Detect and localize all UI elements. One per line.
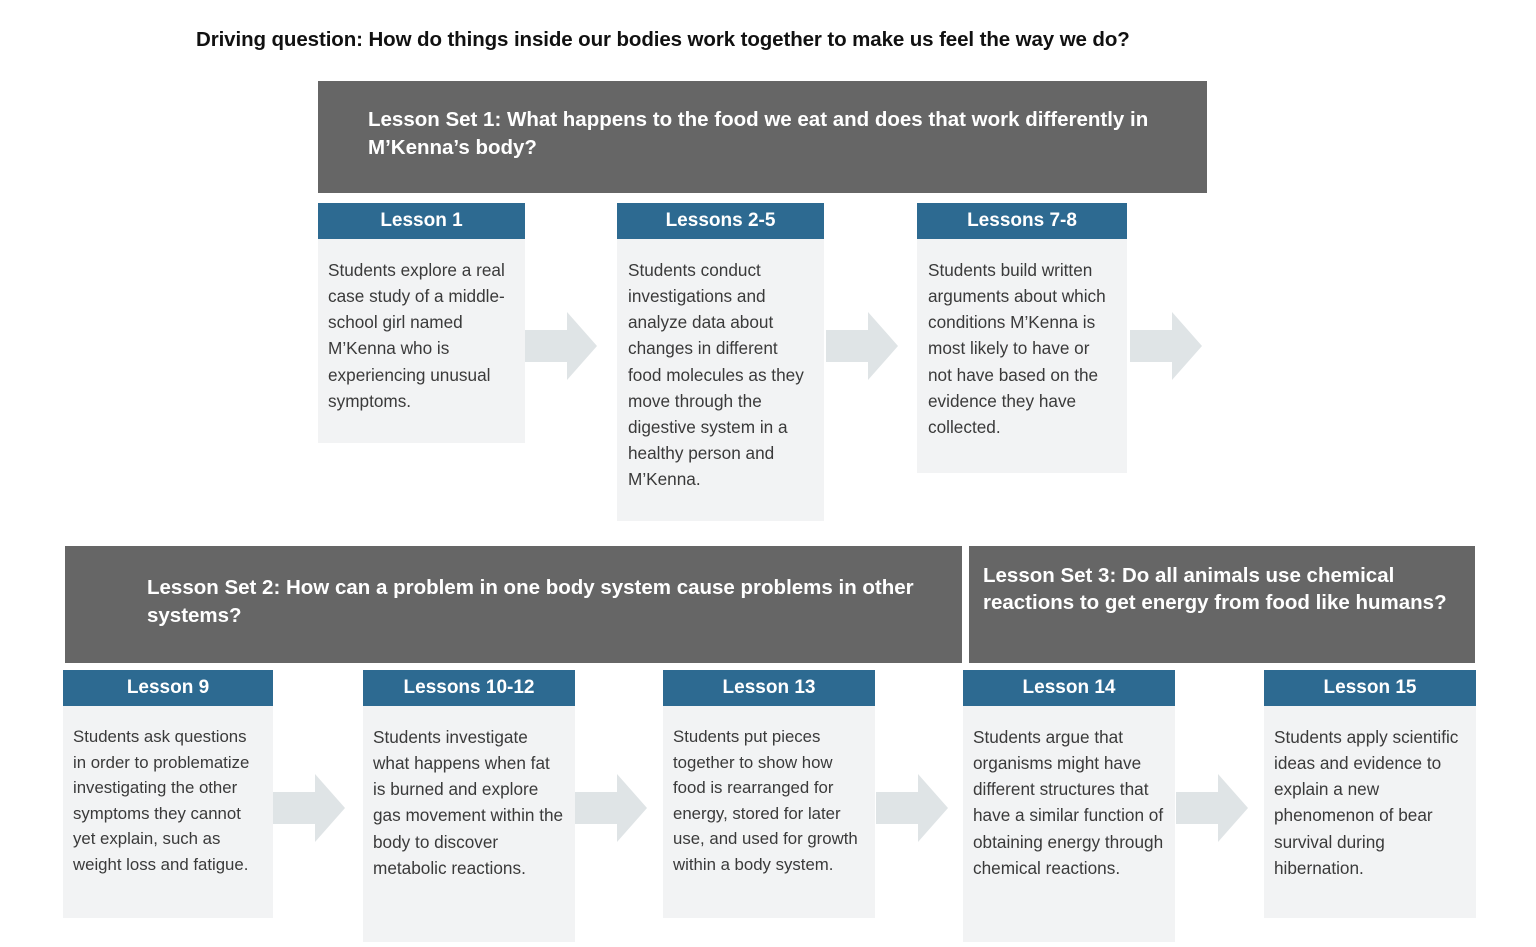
flow-arrow-right-icon [525, 308, 597, 384]
flow-arrow-right-icon [1130, 308, 1202, 384]
flow-arrow-right-icon [876, 770, 948, 846]
lesson-card-lesson-13[interactable]: Lesson 13 Students put pieces together t… [663, 670, 875, 918]
lesson-card-lesson-15[interactable]: Lesson 15 Students apply scientific idea… [1264, 670, 1476, 918]
lesson-set-2-header: Lesson Set 2: How can a problem in one b… [65, 546, 962, 663]
lesson-card-lesson-9[interactable]: Lesson 9 Students ask questions in order… [63, 670, 273, 918]
lesson-card-body: Students conduct investigations and anal… [617, 239, 824, 521]
lesson-card-title: Lessons 10-12 [363, 670, 575, 706]
lesson-card-body: Students explore a real case study of a … [318, 239, 525, 443]
flow-arrow-right-icon [575, 770, 647, 846]
lesson-card-title: Lesson 14 [963, 670, 1175, 706]
lesson-set-1-header: Lesson Set 1: What happens to the food w… [318, 81, 1207, 193]
flow-arrow-right-icon [1176, 770, 1248, 846]
flow-arrow-right-icon [826, 308, 898, 384]
driving-question: Driving question: How do things inside o… [196, 28, 1130, 51]
lesson-card-lessons-7-8[interactable]: Lessons 7-8 Students build written argum… [917, 203, 1127, 473]
flow-arrow-right-icon [273, 770, 345, 846]
lesson-card-lesson-1[interactable]: Lesson 1 Students explore a real case st… [318, 203, 525, 443]
lesson-card-title: Lesson 13 [663, 670, 875, 706]
lesson-card-title: Lessons 2-5 [617, 203, 824, 239]
lesson-card-lesson-14[interactable]: Lesson 14 Students argue that organisms … [963, 670, 1175, 942]
lesson-card-body: Students apply scientific ideas and evid… [1264, 706, 1476, 918]
lesson-card-title: Lesson 9 [63, 670, 273, 706]
lesson-set-2-title: Lesson Set 2: How can a problem in one b… [147, 576, 914, 628]
lesson-card-title: Lesson 15 [1264, 670, 1476, 706]
lesson-card-title: Lessons 7-8 [917, 203, 1127, 239]
lesson-card-body: Students build written arguments about w… [917, 239, 1127, 473]
lesson-set-3-header: Lesson Set 3: Do all animals use chemica… [969, 546, 1475, 663]
lesson-card-lessons-10-12[interactable]: Lessons 10-12 Students investigate what … [363, 670, 575, 942]
lesson-card-body: Students ask questions in order to probl… [63, 706, 273, 918]
lesson-set-1-title: Lesson Set 1: What happens to the food w… [368, 108, 1149, 160]
lesson-card-title: Lesson 1 [318, 203, 525, 239]
lesson-card-body: Students put pieces together to show how… [663, 706, 875, 918]
lesson-card-lessons-2-5[interactable]: Lessons 2-5 Students conduct investigati… [617, 203, 824, 521]
lesson-card-body: Students argue that organisms might have… [963, 706, 1175, 942]
lesson-set-3-title: Lesson Set 3: Do all animals use chemica… [983, 564, 1447, 615]
lesson-card-body: Students investigate what happens when f… [363, 706, 575, 942]
